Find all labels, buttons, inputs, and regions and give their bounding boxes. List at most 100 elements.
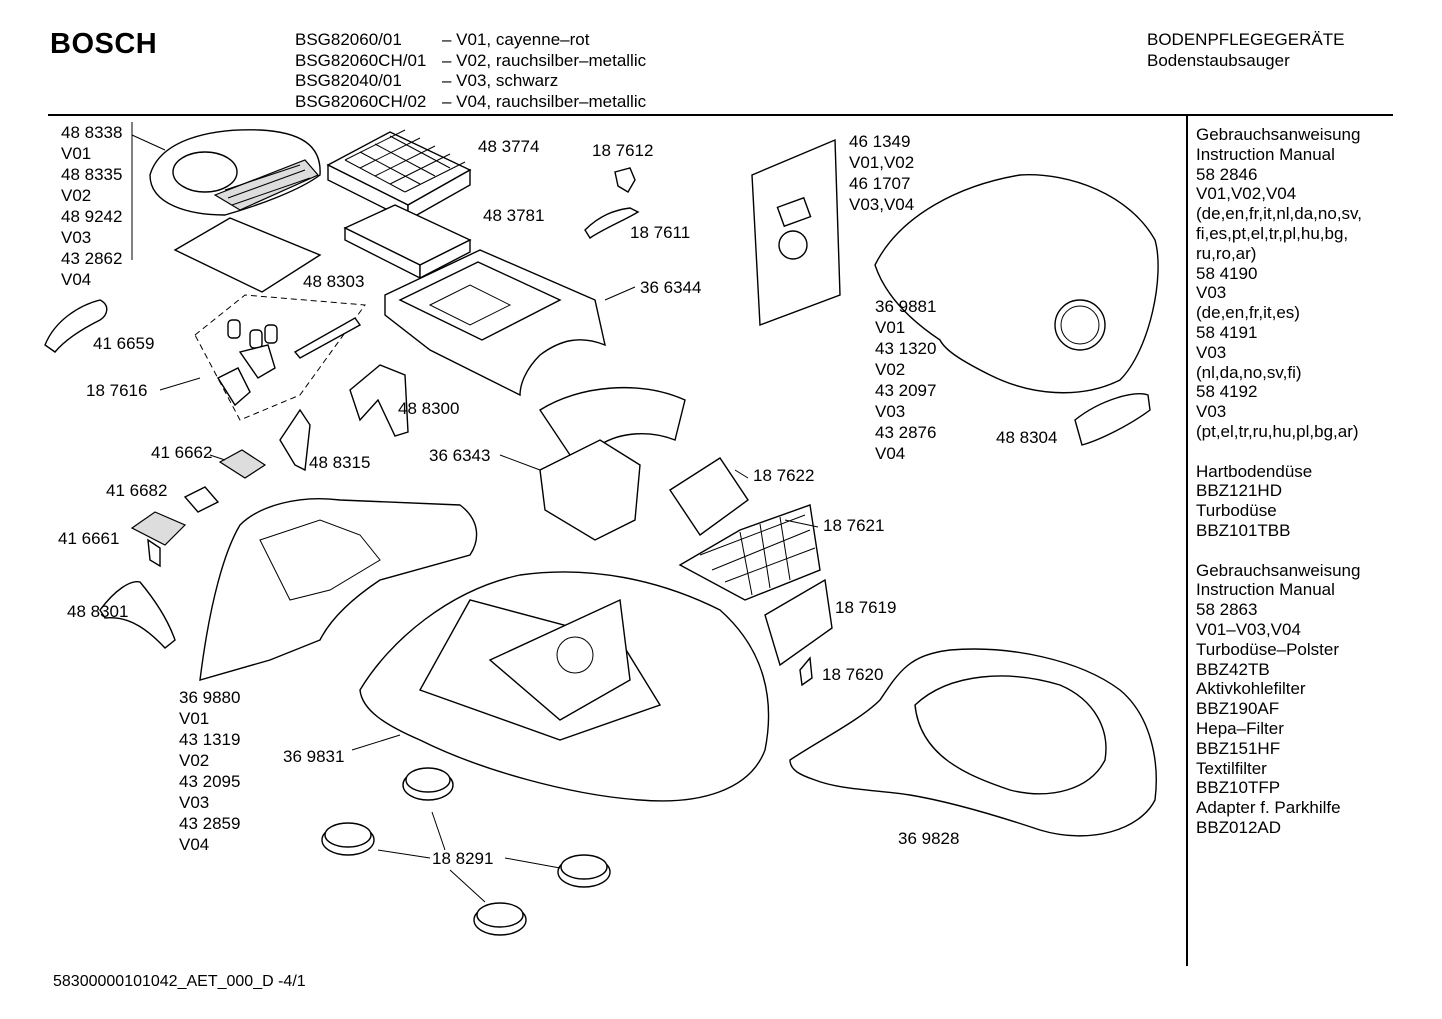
callout-18-7611: 18 7611: [630, 223, 690, 242]
sidebar-line: 58 4191: [1196, 322, 1258, 342]
sidebar-line: BBZ42TB: [1196, 659, 1270, 679]
sidebar-line: Turbodüse: [1196, 501, 1277, 521]
header-divider: [48, 114, 1393, 116]
callout-text: V03: [179, 793, 209, 812]
callout-18-7612: 18 7612: [592, 141, 653, 160]
leader-line: [604, 286, 636, 301]
leader-line: [209, 454, 226, 461]
callout-text: V03: [875, 402, 905, 421]
sidebar-line: V03: [1196, 342, 1227, 362]
model-code: BSG82060CH/02: [295, 91, 427, 111]
leader-line: [734, 469, 749, 479]
model-row: BSG82060CH/01– V02, rauchsilber–metallic: [295, 51, 646, 72]
model-row: BSG82060/01 – V01, cayenne–rot: [295, 30, 646, 51]
callout-18-7619: 18 7619: [835, 598, 896, 617]
callout-41-6682: 41 6682: [106, 481, 167, 500]
callout-48-3781: 48 3781: [483, 206, 544, 225]
sidebar-line: fi,es,pt,el,tr,pl,hu,bg,: [1196, 223, 1349, 243]
callout-18-7620: 18 7620: [822, 665, 883, 684]
callout-18-7616: 18 7616: [86, 381, 147, 400]
sidebar-line: Gebrauchsanweisung: [1196, 125, 1361, 144]
part-latch-48-8315: [279, 408, 311, 472]
part-sheet-48-8303: [173, 217, 322, 293]
model-desc: – V01, cayenne–rot: [442, 30, 590, 49]
callout-text: 48 8338: [61, 123, 122, 142]
sidebar-line: BBZ101TBB: [1196, 520, 1291, 540]
model-row: BSG82060CH/02 – V04, rauchsilber–metallic: [295, 92, 646, 113]
callout-text: V04: [61, 270, 91, 289]
brand-logo: BOSCH: [50, 28, 158, 60]
sidebar-line: BBZ151HF: [1196, 738, 1281, 758]
callout-text: 43 2876: [875, 423, 936, 442]
sidebar-line: 58 2846: [1196, 164, 1258, 184]
callout-46-1349: 46 1349 V01,V02 46 1707 V03,V04: [849, 132, 914, 214]
callout-36-9828: 36 9828: [898, 829, 959, 848]
sidebar-line: V01–V03,V04: [1196, 619, 1301, 639]
callout-text: V04: [179, 835, 209, 854]
callout-text: V01,V02: [849, 153, 914, 172]
callout-48-8338: 48 8338 V01 48 8335 V02 48 9242 V03 43 2…: [61, 123, 122, 289]
callout-text: V01: [875, 318, 905, 337]
part-spring-18-7611: [584, 207, 640, 239]
part-filter-48-3774: [326, 129, 472, 222]
exploded-parts-drawing: 48 8338 V01 48 8335 V02 48 9242 V03 43 2…: [44, 122, 1159, 936]
callout-text: V04: [875, 444, 905, 463]
category-title: BODENPFLEGEGERÄTE: [1147, 30, 1345, 49]
part-grid-18-7621: [678, 504, 821, 601]
callout-text: 36 9881: [875, 297, 936, 316]
callout-48-3774: 48 3774: [478, 137, 539, 156]
leader-line: [499, 454, 541, 471]
document-id: 58300000101042_AET_000_D -4/1: [53, 973, 306, 990]
sidebar-line: Instruction Manual: [1196, 144, 1335, 164]
callout-41-6661: 41 6661: [58, 529, 119, 548]
model-list: BSG82060/01 – V01, cayenne–rot BSG82060CH…: [295, 30, 646, 112]
callout-48-8315: 48 8315: [309, 453, 370, 472]
part-bumper-48-8301: [99, 581, 176, 649]
sidebar-divider: [1186, 116, 1188, 966]
part-shroud-36-6343: [539, 387, 686, 541]
part-handle-cover: [149, 129, 321, 216]
callout-36-6344: 36 6344: [640, 278, 701, 297]
callout-text: V03: [61, 228, 91, 247]
accessories-sidebar: Gebrauchsanweisung Instruction Manual 58…: [1196, 125, 1426, 857]
sidebar-line: Aktivkohlefilter: [1196, 679, 1306, 699]
part-cap-41-6682: [183, 486, 220, 513]
callout-text: 43 2095: [179, 772, 240, 791]
leader-line: [159, 377, 201, 391]
sidebar-line: BBZ121HD: [1196, 481, 1282, 501]
part-wheel-18-8291-b: [321, 822, 375, 856]
sidebar-line: (de,en,fr,it,nl,da,no,sv,: [1196, 204, 1362, 224]
part-kit-18-7616: [194, 294, 366, 421]
sidebar-line: 58 4190: [1196, 263, 1258, 283]
callout-text: V03,V04: [849, 195, 914, 214]
callout-text: 43 1319: [179, 730, 240, 749]
part-bracket-18-7619: [764, 578, 833, 667]
callout-48-8304: 48 8304: [996, 428, 1057, 447]
part-wheel-18-8291-d: [473, 902, 527, 936]
sidebar-line: V03: [1196, 402, 1227, 422]
callout-18-7621: 18 7621: [823, 516, 884, 535]
sidebar-block-manual-1: Gebrauchsanweisung Instruction Manual 58…: [1196, 125, 1426, 442]
model-desc: – V04, rauchsilber–metallic: [442, 91, 647, 111]
sidebar-line: Turbodüse–Polster: [1196, 639, 1340, 659]
part-grille-41-6662: [218, 449, 267, 479]
callout-text: V02: [875, 360, 905, 379]
leader-line: [784, 519, 819, 528]
callout-text: V01: [61, 144, 91, 163]
model-desc: – V02, rauchsilber–metallic: [442, 50, 647, 70]
part-cap-41-6659: [44, 299, 108, 353]
callout-text: 43 1320: [875, 339, 936, 358]
sidebar-line: V01,V02,V04: [1196, 184, 1297, 204]
part-dustbag-46-1349: [751, 138, 841, 326]
leader-line: [131, 134, 166, 151]
callout-text: 46 1707: [849, 174, 910, 193]
callout-48-8301: 48 8301: [67, 602, 128, 621]
category-block: BODENPFLEGEGERÄTE Bodenstaubsauger: [1147, 30, 1344, 71]
sidebar-line: 58 2863: [1196, 600, 1258, 620]
sidebar-line: Hepa–Filter: [1196, 718, 1284, 738]
sidebar-line: BBZ10TFP: [1196, 778, 1281, 798]
model-code: BSG82060/01: [295, 30, 402, 49]
sidebar-line: 58 4192: [1196, 382, 1258, 402]
part-sheet-18-7622: [669, 457, 749, 536]
part-bracket-48-8300: [349, 364, 409, 437]
